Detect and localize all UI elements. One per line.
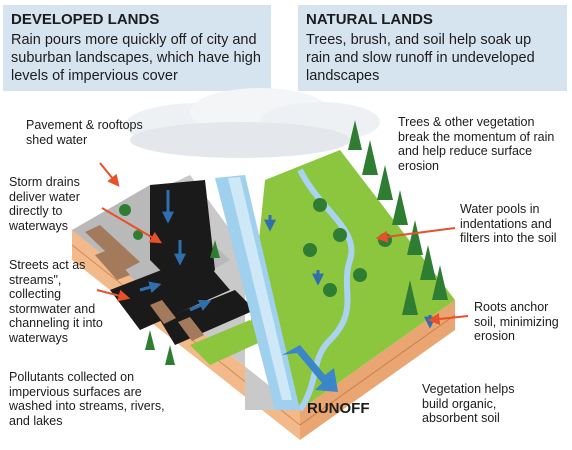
label-roots: Roots anchor soil, minimizing erosion [474,300,559,343]
label-storm-drains: Storm drains deliver water directly to w… [9,175,80,233]
rooftops [85,225,140,270]
runoff-arrow [282,345,338,392]
developed-lands-title: DEVELOPED LANDS [11,11,160,28]
rain-cloud [125,88,380,158]
label-vegetation: Vegetation helps build organic, absorben… [422,382,515,425]
label-trees: Trees & other vegetation break the momen… [398,115,555,173]
river [215,175,300,410]
label-streets: Streets act as streams", collecting stor… [9,258,103,345]
label-pavement: Pavement & rooftops shed water [26,118,143,147]
label-pollutants: Pollutants collected on impervious surfa… [9,370,165,428]
water-flow-arrows [139,190,436,329]
developed-lands-description: Rain pours more quickly off of city and … [11,32,261,84]
natural-lands-panel: NATURAL LANDS Trees, brush, and soil hel… [298,5,567,91]
natural-lands-description: Trees, brush, and soil help soak up rain… [306,32,535,84]
street-grid [110,255,230,330]
developed-lands-panel: DEVELOPED LANDS Rain pours more quickly … [3,5,271,91]
runoff-label: RUNOFF [307,400,370,417]
callout-arrows [96,162,469,325]
natural-lands-title: NATURAL LANDS [306,11,433,28]
label-water-pools: Water pools in indentations and filters … [460,202,557,245]
